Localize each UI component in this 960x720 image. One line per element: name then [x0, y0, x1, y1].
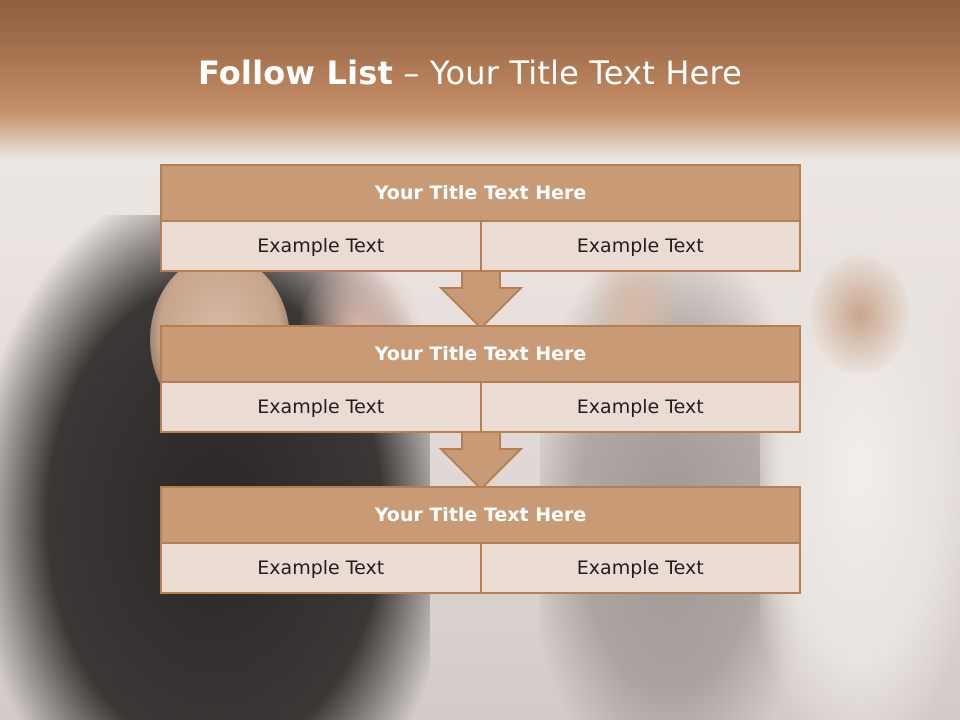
- flow-block-title: Your Title Text Here: [160, 486, 801, 544]
- background-photo-man-right-head: [810, 255, 910, 375]
- flow-cell-right: Example Text: [481, 222, 801, 272]
- flow-block-3: Your Title Text Here Example Text Exampl…: [160, 486, 801, 594]
- flow-block-1: Your Title Text Here Example Text Exampl…: [160, 164, 801, 272]
- flow-block-row: Example Text Example Text: [160, 383, 801, 433]
- down-arrow-icon: [438, 270, 524, 330]
- flow-block-title: Your Title Text Here: [160, 325, 801, 383]
- flow-cell-left: Example Text: [160, 383, 482, 433]
- slide-title: Follow List – Your Title Text Here: [0, 54, 940, 92]
- flow-block-title: Your Title Text Here: [160, 164, 801, 222]
- header-band: [0, 0, 960, 160]
- flow-cell-right: Example Text: [481, 544, 801, 594]
- slide-title-rest: – Your Title Text Here: [393, 54, 743, 92]
- down-arrow-icon: [438, 431, 524, 491]
- flow-cell-left: Example Text: [160, 544, 482, 594]
- flow-cell-right: Example Text: [481, 383, 801, 433]
- flow-cell-left: Example Text: [160, 222, 482, 272]
- flow-block-row: Example Text Example Text: [160, 544, 801, 594]
- flow-block-2: Your Title Text Here Example Text Exampl…: [160, 325, 801, 433]
- slide-title-bold: Follow List: [197, 54, 394, 92]
- flow-block-row: Example Text Example Text: [160, 222, 801, 272]
